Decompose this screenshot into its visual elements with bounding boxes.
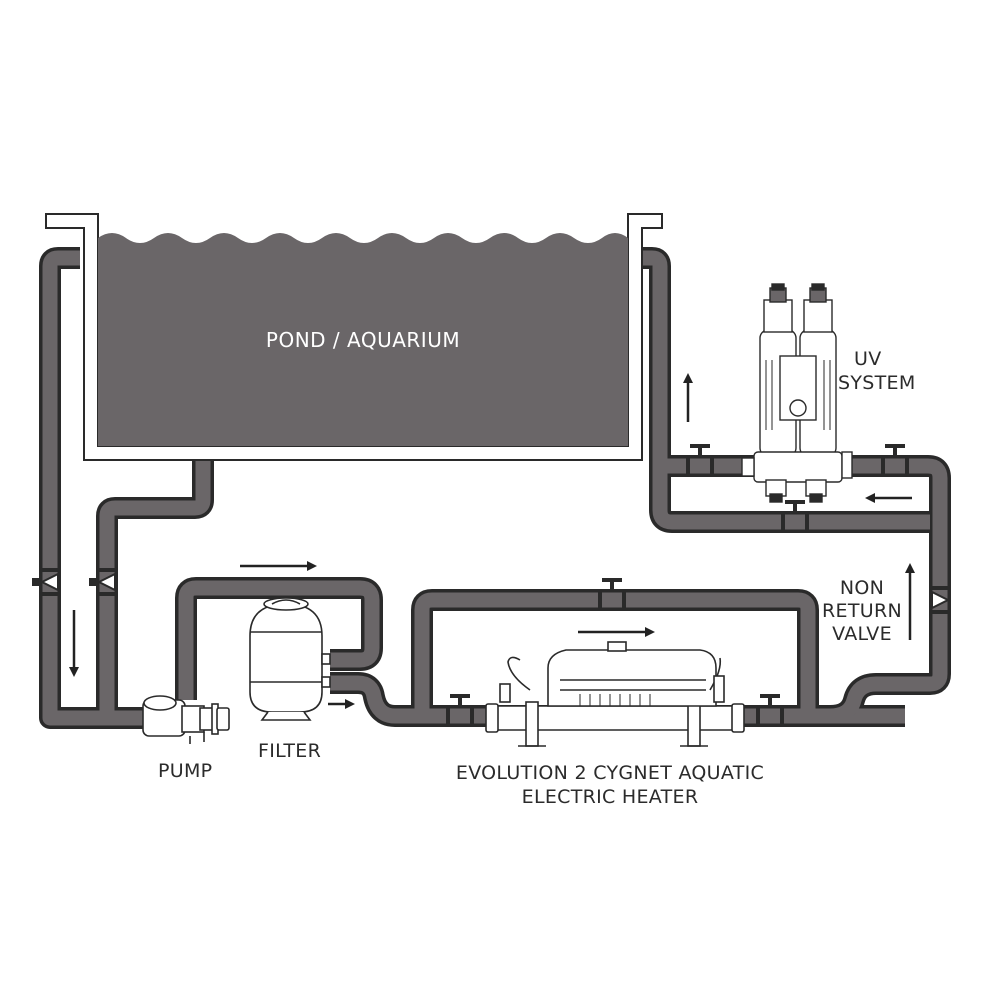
pond-tank: [45, 213, 663, 461]
nrv-label-line1: NON: [839, 577, 885, 599]
valve-uv-outlet[interactable]: [881, 444, 909, 477]
heater-label-line1: EVOLUTION 2 CYGNET AQUATIC: [455, 762, 765, 784]
flow-arrows: [69, 373, 915, 709]
valve-left-outer[interactable]: [32, 568, 61, 596]
sand-filter: [249, 597, 331, 721]
valve-heater-outlet[interactable]: [756, 694, 784, 727]
pond-water: [98, 233, 628, 446]
pond-label: POND / AQUARIUM: [265, 328, 461, 352]
nrv-label-line3: VALVE: [832, 623, 892, 645]
electric-heater: [485, 641, 745, 747]
pump: [142, 695, 230, 744]
nrv-label-line2: RETURN: [822, 600, 902, 622]
non-return-valve[interactable]: [929, 586, 951, 614]
valve-heater-inlet[interactable]: [446, 694, 474, 727]
uv-system: [741, 283, 853, 503]
filter-label: FILTER: [258, 740, 322, 762]
valve-uv-inlet[interactable]: [686, 444, 714, 477]
pipe-network: [39, 247, 951, 729]
valve-left-inner[interactable]: [89, 568, 118, 596]
heater-label-line2: ELECTRIC HEATER: [521, 786, 699, 808]
uv-label-line1: UV: [854, 348, 882, 370]
uv-label-line2: SYSTEM: [838, 372, 916, 394]
valve-uv-bypass[interactable]: [781, 500, 809, 533]
pump-label: PUMP: [158, 760, 213, 782]
valve-bypass-top[interactable]: [598, 578, 626, 611]
